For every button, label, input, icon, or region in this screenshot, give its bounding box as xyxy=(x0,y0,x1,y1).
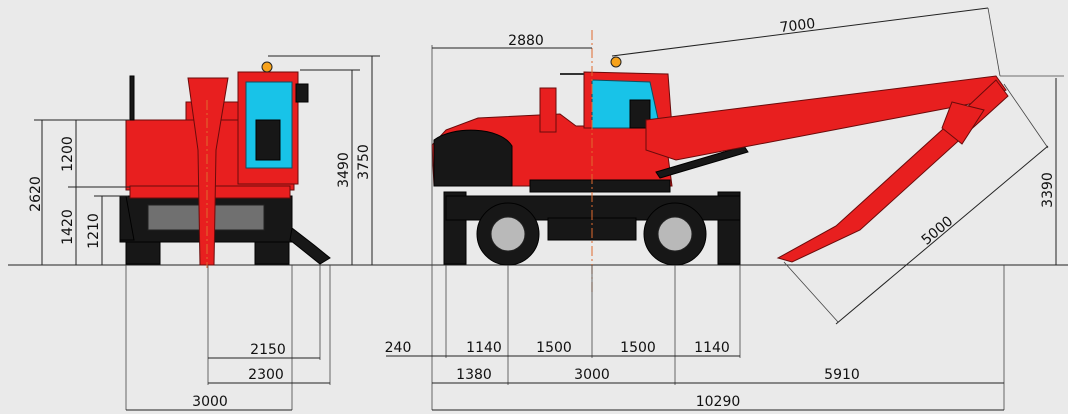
width-2300: 2300 xyxy=(248,367,284,383)
dim-2880: 2880 xyxy=(508,33,544,49)
front-view-height-dims: 2620 1200 1420 1210 3490 3750 xyxy=(28,55,380,265)
dim-1140-right: 1140 xyxy=(694,340,730,356)
height-3490: 3490 xyxy=(336,152,352,188)
side-view-bottom-dims: 240 1140 1500 1500 1140 1380 3000 5910 1… xyxy=(385,265,1005,411)
height-1210: 1210 xyxy=(86,213,102,249)
width-3000: 3000 xyxy=(192,394,228,410)
dim-10290: 10290 xyxy=(696,394,741,410)
dim-7000: 7000 xyxy=(779,16,816,36)
dim-5000: 5000 xyxy=(919,213,957,248)
front-view-width-dims: 2150 2300 3000 xyxy=(125,265,331,411)
dim-240: 240 xyxy=(385,340,412,356)
dim-3390: 3390 xyxy=(1040,172,1056,208)
dim-1500-right: 1500 xyxy=(620,340,656,356)
side-view-machine xyxy=(431,30,1009,292)
dim-3000: 3000 xyxy=(574,367,610,383)
dim-1500-left: 1500 xyxy=(536,340,572,356)
side-view-top-dims: 2880 7000 xyxy=(431,7,1001,265)
front-view-machine xyxy=(119,61,331,268)
height-3750: 3750 xyxy=(356,144,372,180)
height-1200: 1200 xyxy=(60,136,76,172)
dim-5910: 5910 xyxy=(824,367,860,383)
height-1420: 1420 xyxy=(60,209,76,245)
height-2620: 2620 xyxy=(28,176,44,212)
dim-1380: 1380 xyxy=(456,367,492,383)
width-2150: 2150 xyxy=(250,342,286,358)
dim-1140-left: 1140 xyxy=(466,340,502,356)
